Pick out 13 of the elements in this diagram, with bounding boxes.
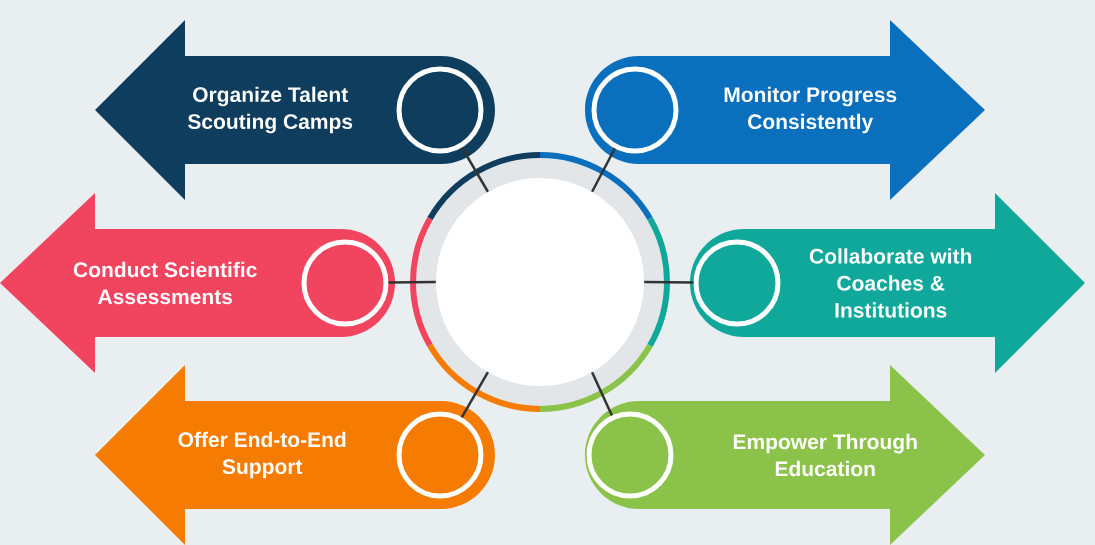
center-circle — [436, 178, 644, 386]
circle-marker — [591, 66, 679, 154]
circle-marker — [396, 411, 484, 499]
circle-marker — [301, 239, 389, 327]
connector-line — [460, 371, 489, 418]
connector-line — [591, 147, 616, 193]
circle-marker — [586, 411, 674, 499]
connector-line — [644, 280, 694, 284]
circle-marker — [693, 239, 781, 327]
connector-line — [590, 371, 614, 416]
connector-line — [460, 146, 489, 193]
connector-line — [388, 280, 436, 284]
circle-marker — [396, 66, 484, 154]
